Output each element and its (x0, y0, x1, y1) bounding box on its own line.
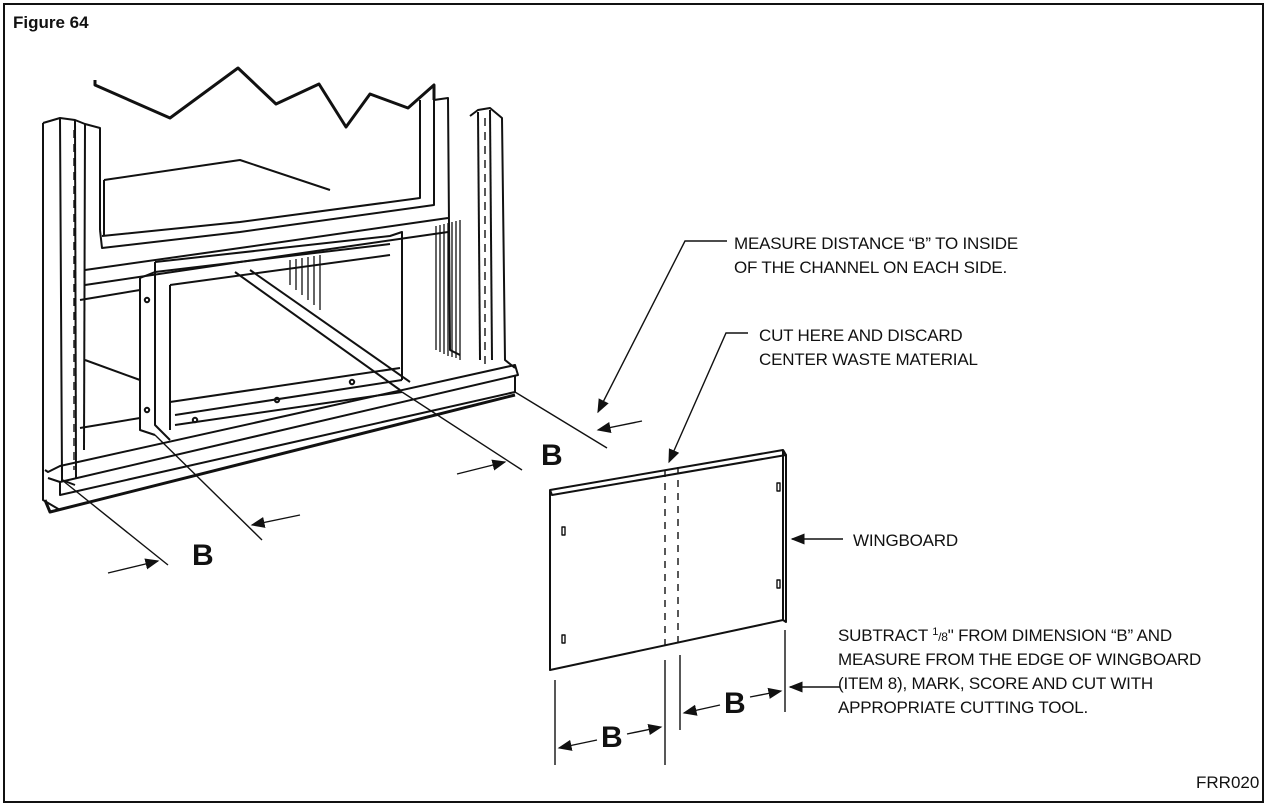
window-dimension-lines (61, 391, 643, 574)
window-sill (44, 364, 519, 483)
callout-subtract-line2: MEASURE FROM THE EDGE OF WINGBOARD (838, 650, 1201, 669)
callout-cut-line2: CENTER WASTE MATERIAL (759, 350, 978, 369)
window-illustration (42, 66, 519, 514)
callout-cut-line1: CUT HERE AND DISCARD (759, 326, 963, 345)
callout-measure-line1: MEASURE DISTANCE “B” TO INSIDE (734, 234, 1018, 253)
callout-subtract-line1: SUBTRACT 1/8" FROM DIMENSION “B” AND (838, 626, 1172, 645)
callout-measure-line2: OF THE CHANNEL ON EACH SIDE. (734, 258, 1007, 277)
chassis-sleeve (154, 231, 403, 380)
figure-code: FRR020 (1196, 773, 1259, 792)
left-sash-post (42, 117, 101, 230)
callout-leaders (597, 240, 843, 545)
figure-title: Figure 64 (13, 13, 89, 32)
wingboard-panel (549, 449, 787, 671)
wingboard-dimension-lines (554, 630, 840, 765)
dimension-b-wingboard-right: B (724, 687, 746, 720)
callout-subtract-line3: (ITEM 8), MARK, SCORE AND CUT WITH (838, 674, 1153, 693)
dimension-b-right: B (541, 439, 563, 472)
wall-break-line (93, 66, 436, 129)
dimension-b-wingboard-left: B (601, 721, 623, 754)
callout-wingboard: WINGBOARD (853, 531, 958, 550)
dimension-b-left: B (192, 539, 214, 572)
callout-subtract-line4: APPROPRIATE CUTTING TOOL. (838, 698, 1088, 717)
right-sash-post (433, 97, 461, 356)
figure-frame (3, 3, 1264, 803)
